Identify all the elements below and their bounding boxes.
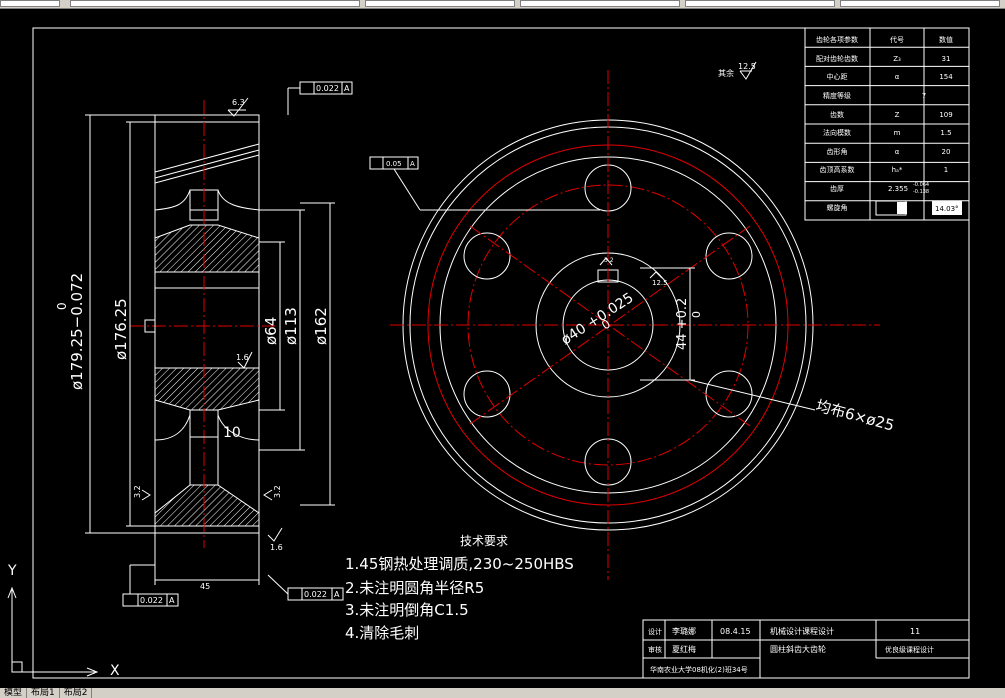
table-cell: α — [895, 148, 900, 156]
roughness-top: 6.3 — [232, 98, 245, 107]
table-cell: 法向模数 — [823, 128, 851, 137]
dim-web-thickness: 10 — [223, 425, 241, 441]
toolbar-box[interactable] — [840, 0, 1000, 7]
designer-name: 李璐娜 — [672, 626, 696, 636]
rest-roughness: 其余 12.5 — [718, 61, 757, 80]
roughness-keyway-2: 12.5 — [652, 279, 668, 287]
table-cell: 109 — [939, 111, 952, 119]
dim-keyway-lower: 0 — [690, 311, 703, 318]
table-cell: 齿形角 — [827, 147, 848, 156]
table-cell: α — [895, 73, 900, 81]
toolbar-box[interactable] — [70, 0, 360, 7]
dim-diameter-162: ø162 — [312, 307, 330, 345]
tech-req-item: 1.45钢热处理调质,230~250HBS — [345, 555, 574, 573]
ucs-x-label: X — [110, 663, 120, 679]
dim-bore: ø40 +0.025 — [558, 290, 636, 348]
course-name: 机械设计课程设计 — [770, 626, 834, 636]
toolbar-box[interactable] — [365, 0, 515, 7]
table-cell: 20 — [942, 148, 951, 156]
toolbar-box[interactable] — [520, 0, 680, 7]
input-cursor — [897, 202, 907, 214]
flatness-value: 0.05 — [386, 160, 402, 168]
table-cell: 1 — [944, 166, 948, 174]
drawing-frame — [32, 27, 970, 679]
school-name: 华南农业大学08机化(2)班34号 — [650, 665, 748, 674]
runout-bottom-right-value: 0.022 — [304, 590, 327, 599]
table-header-2: 代号 — [890, 35, 904, 44]
grade-label: 优良级课程设计 — [885, 645, 934, 654]
toolbar-box[interactable] — [685, 0, 835, 7]
table-cell: 中心距 — [827, 72, 848, 81]
runout-bottom-left-value: 0.022 — [140, 596, 163, 605]
rest-roughness-value: 12.5 — [738, 62, 756, 71]
table-cell: 齿数 — [830, 110, 844, 119]
table-header-3: 数值 — [939, 35, 953, 44]
table-cell: m — [894, 129, 901, 137]
tech-req-title: 技术要求 — [460, 534, 508, 548]
table-cell: 精度等级 — [823, 91, 851, 100]
table-cell: 154 — [939, 73, 953, 81]
table-cell: 31 — [942, 55, 951, 63]
checker-label: 审核 — [648, 645, 662, 654]
table-cell: 配对齿轮齿数 — [816, 54, 858, 63]
dim-outer-upper: 0 — [55, 302, 69, 310]
roughness-1-6-a: 1.6 — [236, 353, 249, 362]
flatness-ref: A — [410, 160, 415, 168]
runout-top-value: 0.022 — [316, 84, 339, 93]
table-cell: Z — [895, 111, 900, 119]
table-cell-helix: 14.03° — [935, 205, 959, 213]
tech-req-item: 3.未注明倒角C1.5 — [345, 601, 469, 619]
part-name: 圆柱斜齿大齿轮 — [770, 644, 826, 654]
dim-width: 45 — [200, 582, 210, 591]
param-table: 齿轮各项参数 代号 数值 配对齿轮齿数 Z₃ 31 中心距 α 154 精度等级… — [804, 27, 970, 221]
runout-bottom-right-ref: A — [334, 590, 340, 599]
dim-outer-diameter: ø179.25−0.072 — [68, 273, 86, 390]
dim-root-diameter: ø176.25 — [112, 298, 130, 360]
dim-diameter-64: ø64 — [262, 317, 280, 345]
toolbar-box[interactable] — [0, 0, 60, 7]
table-header-1: 齿轮各项参数 — [816, 35, 858, 44]
roughness-3-2-b: 3.2 — [273, 485, 282, 498]
rest-roughness-label: 其余 — [718, 68, 734, 78]
runout-top-ref: A — [344, 84, 350, 93]
tab-layout-2[interactable]: 布局2 — [60, 688, 93, 698]
table-cell: 齿厚 — [830, 185, 844, 193]
checker-name: 夏红梅 — [672, 644, 696, 654]
dim-keyway-depth: 44 +0.2 — [675, 298, 690, 350]
tech-requirements: 技术要求 1.45钢热处理调质,230~250HBS 2.未注明圆角半径R5 3… — [345, 534, 574, 642]
table-cell: Z₃ — [893, 55, 901, 63]
table-cell: 1.5 — [940, 129, 951, 137]
tech-req-item: 2.未注明圆角半径R5 — [345, 579, 484, 597]
table-cell: 7 — [922, 92, 926, 100]
drawing-canvas[interactable]: 齿轮各项参数 代号 数值 配对齿轮齿数 Z₃ 31 中心距 α 154 精度等级… — [0, 8, 1005, 688]
design-date: 08.4.15 — [720, 627, 751, 636]
tolerance-lower: -0.138 — [913, 189, 929, 195]
table-cell: 齿顶高系数 — [820, 165, 855, 174]
roughness-3-2-a: 3.2 — [133, 485, 142, 498]
tab-layout-1[interactable]: 布局1 — [27, 688, 60, 698]
section-view: 0.022 A 6.3 ø179.25−0.072 0 ø176.25 ø64 … — [55, 81, 353, 607]
dim-diameter-113: ø113 — [282, 307, 300, 345]
toolbar-strip — [0, 0, 1005, 9]
holes-callout: 均布6×ø25 — [814, 396, 896, 434]
tolerance-upper: -0.064 — [913, 182, 929, 188]
table-cell: 2.355 — [888, 185, 908, 193]
ucs-icon: Y X — [7, 563, 120, 679]
roughness-keyway: 3.2 — [604, 257, 614, 264]
designer-label: 设计 — [648, 627, 662, 636]
ucs-y-label: Y — [7, 563, 17, 579]
tech-req-item: 4.清除毛刺 — [345, 624, 419, 642]
tab-model[interactable]: 模型 — [0, 688, 28, 698]
sheet-number: 11 — [910, 627, 920, 636]
roughness-1-6-c: 1.6 — [270, 543, 283, 552]
front-view: 0.05 A ø40 +0.025 0 44 +0.2 0 3.2 12.5 均… — [369, 70, 896, 580]
title-block: 设计 李璐娜 08.4.15 审核 夏红梅 机械设计课程设计 圆柱斜齿大齿轮 1… — [642, 619, 970, 679]
runout-bottom-left-ref: A — [169, 596, 175, 605]
table-cell: hₐ* — [892, 166, 903, 174]
input-cell-helix[interactable] — [932, 201, 962, 215]
table-cell: 螺旋角 — [827, 203, 848, 212]
